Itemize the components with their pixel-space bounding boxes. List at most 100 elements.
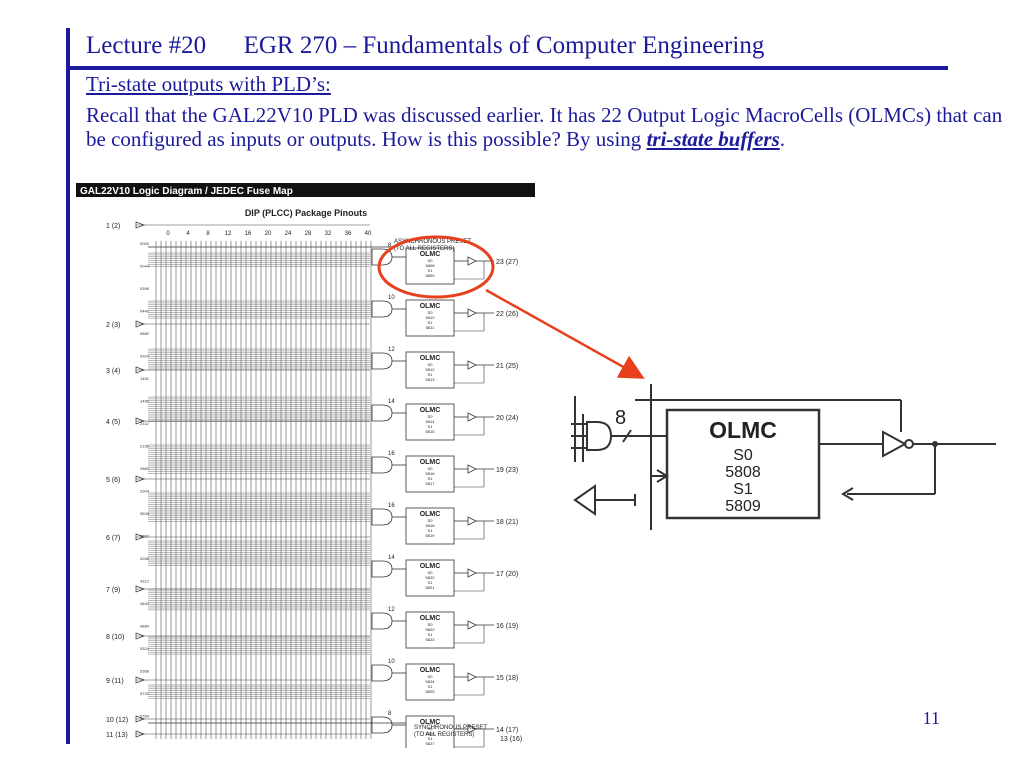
- olmc-fuse-b: 5823: [426, 637, 436, 642]
- or-gate-icon: [371, 404, 393, 422]
- slide-subtitle: Tri-state outputs with PLD’s:: [86, 72, 331, 96]
- diagram-banner-bar: [76, 183, 535, 197]
- olmc-s1: S1: [428, 528, 434, 533]
- olmc-fuse-a: 5818: [426, 523, 436, 528]
- zoom-olmc-label: OLMC: [709, 417, 777, 443]
- fuse-address: 4312: [140, 579, 150, 584]
- olmc-s1: S1: [428, 268, 434, 273]
- olmc-label: OLMC: [420, 563, 441, 570]
- olmc-fuse-a: 5808: [426, 263, 436, 268]
- zoom-term-count: 8: [615, 407, 626, 429]
- input-buffer-icon: [135, 730, 145, 738]
- fuse-address: 5720: [140, 691, 150, 696]
- fuse-address: 4268: [140, 556, 150, 561]
- olmc-term-count: 16: [388, 451, 395, 457]
- fuse-address: 3608: [140, 511, 150, 516]
- or-gate-icon: [371, 352, 393, 370]
- olmc-label: OLMC: [420, 615, 441, 622]
- input-pin-label: 9 (11): [106, 678, 124, 685]
- olmc-s0: S0: [428, 310, 434, 315]
- pin-13: 13 (16): [500, 736, 522, 743]
- olmc-s0: S0: [428, 674, 434, 679]
- input-pin-label: 2 (3): [106, 322, 120, 329]
- tri-state-buffer-icon: [467, 620, 477, 630]
- body-text: Recall that the GAL22V10 PLD was discuss…: [86, 103, 1003, 151]
- fuse-address: 5324: [140, 646, 150, 651]
- fuse-address: 0044: [140, 264, 150, 269]
- olmc-term-count: 12: [388, 347, 395, 353]
- or-gate-icon: [371, 456, 393, 474]
- olmc-box: [405, 611, 455, 649]
- olmc-s0: S0: [428, 414, 434, 419]
- emphasis-tri-state: tri-state buffers: [646, 127, 780, 151]
- slide-header: Lecture #20 EGR 270 – Fundamentals of Co…: [86, 32, 765, 59]
- olmc-s0: S0: [428, 258, 434, 263]
- input-pin-label: 6 (7): [106, 535, 120, 542]
- fuse-address: 0000: [140, 241, 150, 246]
- zoom-fuse-5808: 5808: [725, 464, 761, 481]
- package-pinouts-caption: DIP (PLCC) Package Pinouts: [245, 208, 367, 218]
- fuse-address: 2904: [140, 489, 150, 494]
- fuse-address: 2112: [140, 421, 149, 426]
- input-buffer-icon: [135, 320, 145, 328]
- page-number: 11: [922, 708, 940, 728]
- olmc-fuse-a: 5814: [426, 419, 436, 424]
- olmc-box: [405, 507, 455, 545]
- fuse-address: 0880: [140, 331, 150, 336]
- olmc-box: [405, 247, 455, 285]
- olmc-fuse-a: 5826: [426, 731, 436, 736]
- olmc-pin-label: 14 (17): [496, 727, 518, 734]
- input-pins: 1 (2)2 (3)3 (4)4 (5)5 (6)6 (7)7 (9)8 (10…: [106, 221, 370, 739]
- column-label: 12: [225, 231, 232, 237]
- fuse-address: 1496: [140, 399, 150, 404]
- olmc-pin-label: 20 (24): [496, 415, 518, 422]
- olmc-fuse-a: 5816: [426, 471, 436, 476]
- input-buffer-icon: [135, 585, 145, 593]
- column-label: 8: [206, 231, 210, 237]
- column-label: 28: [305, 231, 312, 237]
- fuse-address: 4884: [140, 624, 150, 629]
- olmc-s1: S1: [428, 736, 434, 741]
- olmc-fuse-b: 5825: [426, 689, 436, 694]
- column-label: 0: [166, 231, 170, 237]
- olmc-s1: S1: [428, 320, 434, 325]
- tri-state-buffer-icon: [467, 672, 477, 682]
- olmc-label: OLMC: [420, 251, 441, 258]
- fuse-address: 3652: [140, 534, 150, 539]
- fuse-address: 4840: [140, 601, 150, 606]
- olmc-pin-label: 23 (27): [496, 259, 518, 266]
- input-pin-label: 5 (6): [106, 477, 120, 484]
- olmc-term-count: 16: [388, 503, 395, 509]
- tri-state-buffer-icon: [467, 516, 477, 526]
- olmc-pin-label: 17 (20): [496, 571, 518, 578]
- fuse-grid: [148, 241, 410, 739]
- fuse-addresses: 0000004403960440088009241452149621122156…: [140, 241, 150, 719]
- olmc-s1: S1: [428, 580, 434, 585]
- left-rule: [66, 28, 70, 744]
- olmc-box: [405, 663, 455, 701]
- tri-state-buffer-icon: [467, 464, 477, 474]
- zoom-s0: S0: [733, 447, 753, 464]
- fuse-address: 5368: [140, 669, 150, 674]
- input-pin-label: 8 (10): [106, 634, 124, 641]
- tri-state-buffer-icon: [467, 412, 477, 422]
- column-label: 24: [285, 231, 292, 237]
- async-preset-label: ASYNCHRONOUS PRESET: [394, 239, 471, 245]
- or-gate-icon: [371, 508, 393, 526]
- input-buffer-icon: [135, 417, 145, 425]
- olmc-zoom-detail: 8 OLMC S0 5808 S1 5809: [571, 384, 996, 530]
- olmc-term-count: 10: [388, 295, 395, 301]
- olmc-term-count: 14: [388, 555, 395, 561]
- olmc-box: [405, 351, 455, 389]
- body-end: .: [779, 127, 786, 151]
- input-buffer-icon: [135, 715, 145, 723]
- input-pin-label: 4 (5): [106, 419, 120, 426]
- input-pin-label: 1 (2): [106, 223, 120, 230]
